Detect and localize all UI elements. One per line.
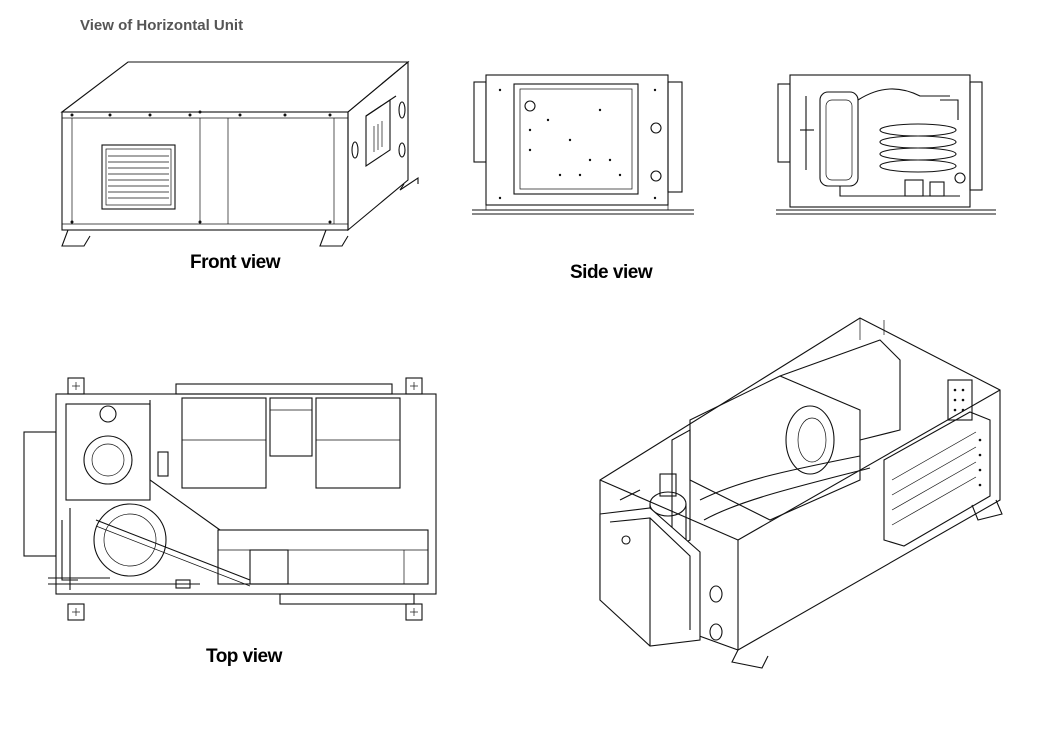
top-view-caption: Top view [206,646,283,667]
top-view-drawing [23,377,437,621]
front-view-drawing [60,60,419,247]
side-view-drawing-left [472,74,694,215]
coil [879,123,957,173]
side-view-caption: Side view [570,262,653,283]
front-grille [108,155,169,199]
isometric-view-drawing [599,317,1003,669]
front-view-caption: Front view [190,252,281,273]
side-view-drawing-right [776,74,996,215]
page-title: View of Horizontal Unit [80,17,244,34]
